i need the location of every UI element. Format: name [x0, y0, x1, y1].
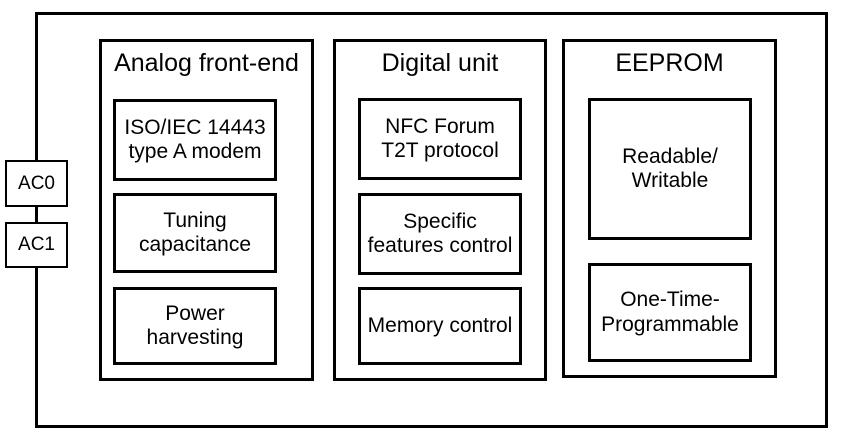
block-specific-features-control: Specific features control: [358, 193, 522, 275]
block-iso-iec-14443-modem-label: ISO/IEC 14443 type A modem: [124, 115, 266, 163]
panel-eeprom: EEPROM Readable/ Writable One-Time- Prog…: [562, 39, 777, 378]
block-iso-iec-14443-modem: ISO/IEC 14443 type A modem: [113, 99, 277, 181]
panel-analog-front-end-title: Analog front-end: [114, 49, 299, 77]
block-readable-writable: Readable/ Writable: [588, 98, 752, 240]
block-tuning-capacitance-label: Tuning capacitance: [138, 208, 252, 256]
pin-ac1-label: AC1: [18, 234, 55, 255]
block-specific-features-control-label: Specific features control: [367, 209, 513, 257]
block-memory-control: Memory control: [358, 287, 522, 365]
block-readable-writable-label: Readable/ Writable: [622, 144, 718, 192]
pin-ac1: AC1: [5, 222, 68, 268]
block-memory-control-label: Memory control: [367, 313, 513, 337]
panel-digital-unit: Digital unit NFC Forum T2T protocol Spec…: [333, 39, 547, 381]
panel-digital-unit-title: Digital unit: [381, 49, 499, 77]
block-nfc-forum-t2t-protocol-label: NFC Forum T2T protocol: [381, 114, 499, 162]
pin-ac0-label: AC0: [18, 172, 55, 194]
block-one-time-programmable-label: One-Time- Programmable: [601, 288, 739, 336]
pin-ac0: AC0: [5, 160, 68, 207]
block-one-time-programmable: One-Time- Programmable: [588, 263, 752, 362]
block-power-harvesting-label: Power harvesting: [146, 301, 244, 349]
block-nfc-forum-t2t-protocol: NFC Forum T2T protocol: [358, 98, 522, 180]
panel-eeprom-title: EEPROM: [615, 49, 724, 77]
block-tuning-capacitance: Tuning capacitance: [113, 193, 277, 273]
block-power-harvesting: Power harvesting: [113, 287, 277, 365]
panel-analog-front-end: Analog front-end ISO/IEC 14443 type A mo…: [99, 39, 314, 381]
